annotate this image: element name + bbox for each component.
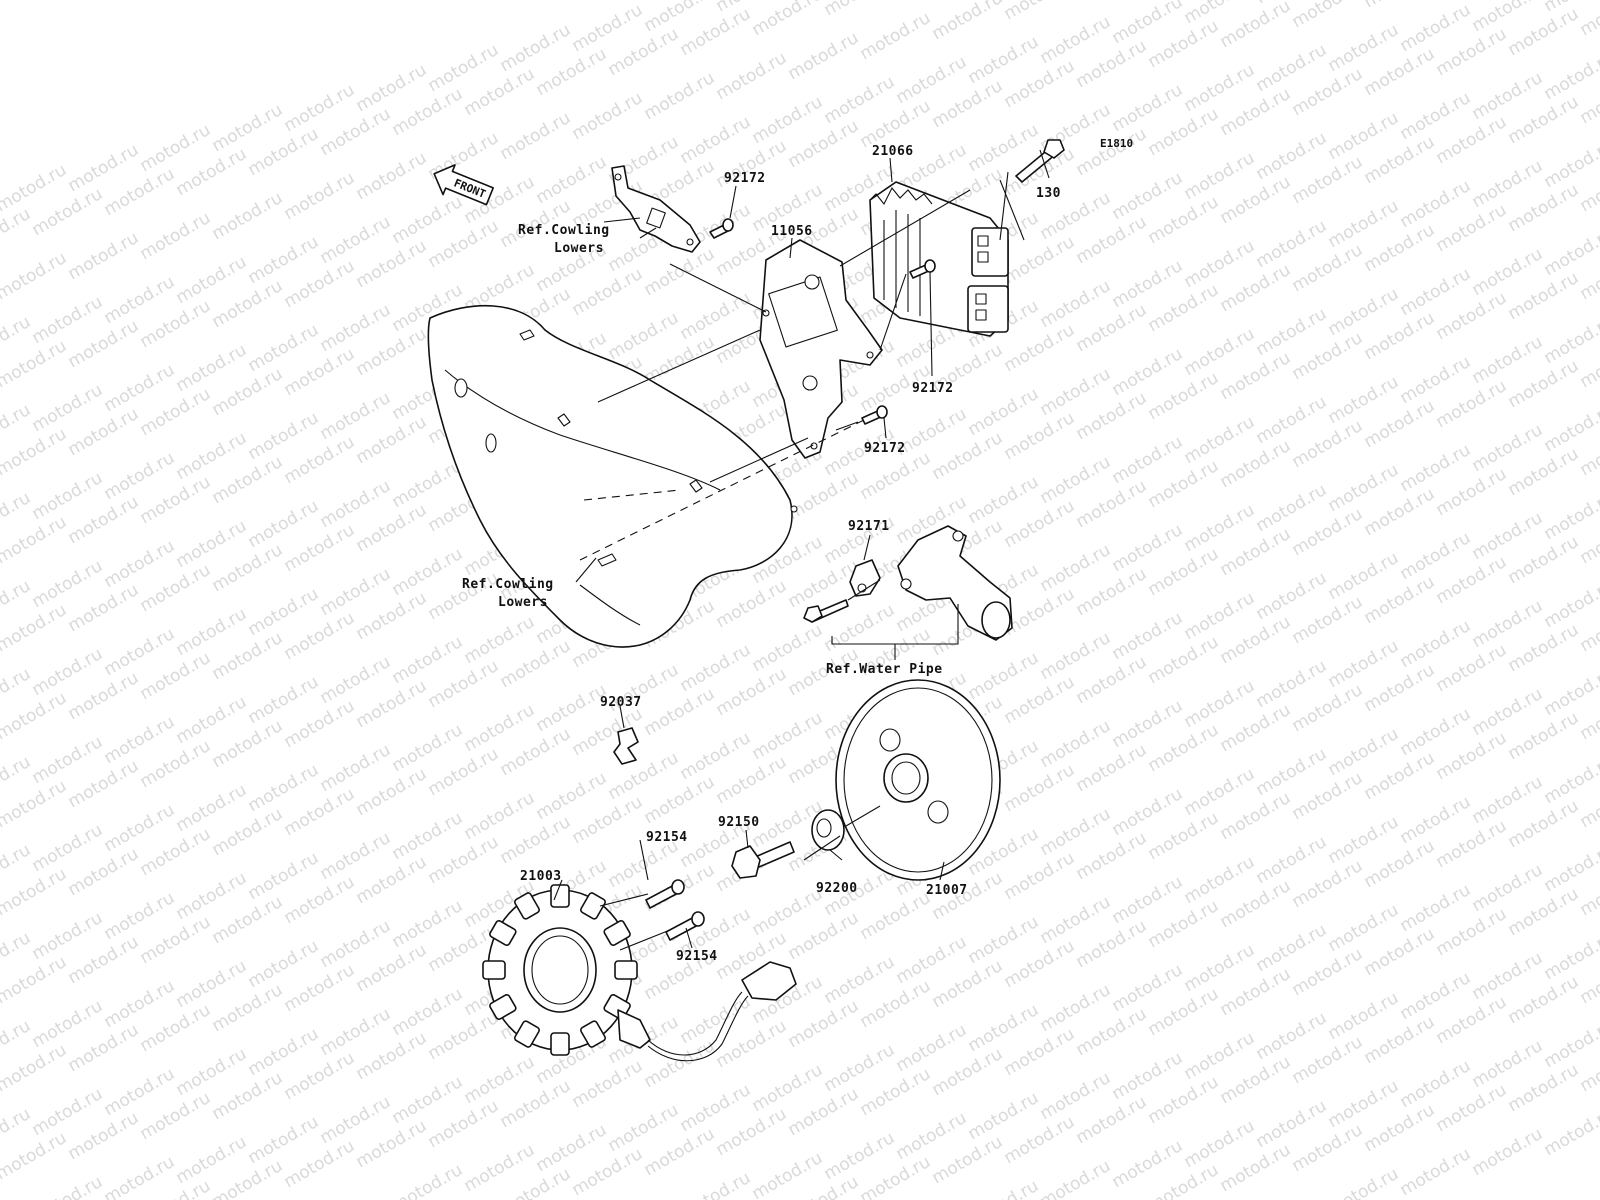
- water-pipe-bolt: [803, 599, 849, 623]
- bolt-92172-low: [861, 405, 888, 425]
- callout-130: 130: [1036, 186, 1061, 201]
- watermark-text: motod.ru: [0, 688, 70, 744]
- stator-tooth: [550, 884, 570, 908]
- watermark-text: motod.ru: [0, 600, 70, 656]
- callout-ref-cowling-top-line1: Ref.Cowling: [518, 223, 610, 238]
- watermark-text: motod.ru: [749, 0, 827, 40]
- watermark-text: motod.ru: [0, 1128, 70, 1184]
- clip-92037: [613, 727, 639, 765]
- watermark-text: motod.ru: [1541, 1104, 1600, 1160]
- watermark-text: motod.ru: [1361, 0, 1439, 12]
- stator-tooth: [580, 1020, 606, 1048]
- bolt-92172-mid: [909, 259, 936, 279]
- watermark-text: motod.ru: [785, 28, 863, 84]
- stator-tooth: [489, 994, 517, 1020]
- diagram-code: E1810: [1100, 137, 1133, 150]
- washer-92200: [811, 809, 845, 851]
- rotor-21007: [835, 679, 1001, 881]
- stator-tooth: [489, 920, 517, 946]
- watermark-text: motod.ru: [1577, 0, 1600, 40]
- watermark-text: motod.ru: [209, 188, 287, 244]
- watermark-text: motod.ru: [0, 336, 70, 392]
- watermark-text: motod.ru: [0, 512, 70, 568]
- callout-92171: 92171: [848, 519, 890, 534]
- watermark-text: motod.ru: [569, 88, 647, 144]
- watermark-text: motod.ru: [749, 1148, 827, 1200]
- watermark-text: motod.ru: [1217, 0, 1295, 52]
- stator-tooth: [614, 960, 638, 980]
- watermark-text: motod.ru: [0, 1040, 70, 1096]
- stator-tooth: [514, 1020, 540, 1048]
- watermark-text: motod.ru: [137, 208, 215, 264]
- callout-92172-top: 92172: [724, 171, 766, 186]
- callout-92150: 92150: [718, 815, 760, 830]
- water-pipe-fitting: [897, 525, 1013, 641]
- callout-ref-cowling-bottom-line2: Lowers: [498, 595, 548, 610]
- watermark-text: motod.ru: [641, 68, 719, 124]
- stator-tooth: [603, 920, 631, 946]
- watermark-text: motod.ru: [281, 168, 359, 224]
- callout-ref-cowling-top-line2: Lowers: [554, 241, 604, 256]
- callout-21003: 21003: [520, 869, 562, 884]
- watermark-text: motod.ru: [0, 864, 70, 920]
- regulator-bracket-11056: [759, 239, 883, 459]
- bolt-92172-top: [709, 218, 734, 239]
- callout-ref-cowling-bottom-line1: Ref.Cowling: [462, 577, 554, 592]
- watermark-text: motod.ru: [677, 1168, 755, 1200]
- watermark-text: motod.ru: [353, 148, 431, 204]
- stator-tooth: [482, 960, 506, 980]
- bolt-92154-bottom: [665, 911, 705, 941]
- watermark-text: motod.ru: [965, 1176, 1043, 1200]
- watermark-text: motod.ru: [1289, 0, 1367, 32]
- callout-92154-bottom: 92154: [676, 949, 718, 964]
- cowling-bracket: [611, 165, 701, 253]
- watermark-text: motod.ru: [1001, 0, 1079, 24]
- callout-92200: 92200: [816, 881, 858, 896]
- watermark-text: motod.ru: [497, 108, 575, 164]
- cowling-lower-panel: [427, 304, 798, 648]
- watermark-text: motod.ru: [1397, 1144, 1475, 1200]
- watermark-text: motod.ru: [1469, 1124, 1547, 1180]
- callout-92037: 92037: [600, 695, 642, 710]
- leader-lines: [553, 149, 1050, 951]
- bolt-92150: [731, 841, 795, 879]
- stator-21003: [482, 884, 797, 1062]
- watermark-text: motod.ru: [0, 776, 70, 832]
- watermark-text: motod.ru: [0, 424, 70, 480]
- watermark-text: motod.ru: [821, 0, 899, 20]
- watermark-text: motod.ru: [389, 1160, 467, 1200]
- callout-labels: 21066 130 92172 11056 Ref.Cowling Lowers…: [462, 144, 1061, 964]
- watermark-text: motod.ru: [929, 0, 1007, 44]
- callout-ref-water-pipe: Ref.Water Pipe: [826, 662, 943, 677]
- watermark-text: motod.ru: [0, 248, 70, 304]
- watermark-text: motod.ru: [1325, 1164, 1403, 1200]
- watermark-text: motod.ru: [1037, 1156, 1115, 1200]
- callout-92172-mid: 92172: [912, 381, 954, 396]
- watermark-text: motod.ru: [101, 1152, 179, 1200]
- callout-92172-low: 92172: [864, 441, 906, 456]
- watermark-text: motod.ru: [713, 48, 791, 104]
- stator-tooth: [550, 1032, 570, 1056]
- watermark-text: motod.ru: [29, 1172, 107, 1200]
- stator-tooth: [514, 892, 540, 920]
- bolt-92154-top: [645, 879, 685, 909]
- watermark-text: motod.ru: [0, 952, 70, 1008]
- callout-11056: 11056: [771, 224, 813, 239]
- bolt-130: [1015, 139, 1065, 183]
- watermark-text: motod.ru: [65, 228, 143, 284]
- regulator-rectifier-21066: [869, 181, 1009, 337]
- callout-21007: 21007: [926, 883, 968, 898]
- callout-21066: 21066: [872, 144, 914, 159]
- callout-92154-top: 92154: [646, 830, 688, 845]
- watermark-text: motod.ru: [1073, 0, 1151, 4]
- watermark-text: motod.ru: [857, 8, 935, 64]
- stator-tooth: [580, 892, 606, 920]
